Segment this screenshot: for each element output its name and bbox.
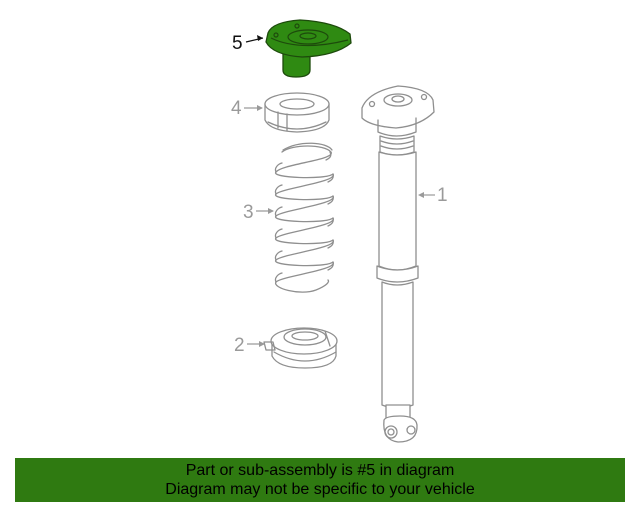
callout-4: 4 [231,98,263,119]
part-4-spring-seat-upper[interactable] [264,92,330,133]
part-3-coil-spring[interactable] [274,142,334,293]
callout-3: 3 [243,202,274,223]
svg-text:3: 3 [243,202,254,223]
disclaimer-line-2: Diagram may not be specific to your vehi… [165,481,475,498]
callout-5: 5 [232,33,264,54]
svg-text:4: 4 [231,98,242,119]
svg-text:5: 5 [232,33,243,54]
part-1-shock-absorber[interactable] [361,85,435,443]
part-5-strut-mount[interactable] [265,19,352,78]
svg-text:2: 2 [234,335,245,356]
disclaimer-line-1: Part or sub-assembly is #5 in diagram [185,462,455,479]
callout-1: 1 [418,185,448,206]
svg-text:1: 1 [437,185,448,206]
part-2-spring-seat-lower[interactable] [263,327,338,369]
disclaimer-banner: Part or sub-assembly is #5 in diagram Di… [15,458,625,502]
callout-2: 2 [234,335,265,356]
